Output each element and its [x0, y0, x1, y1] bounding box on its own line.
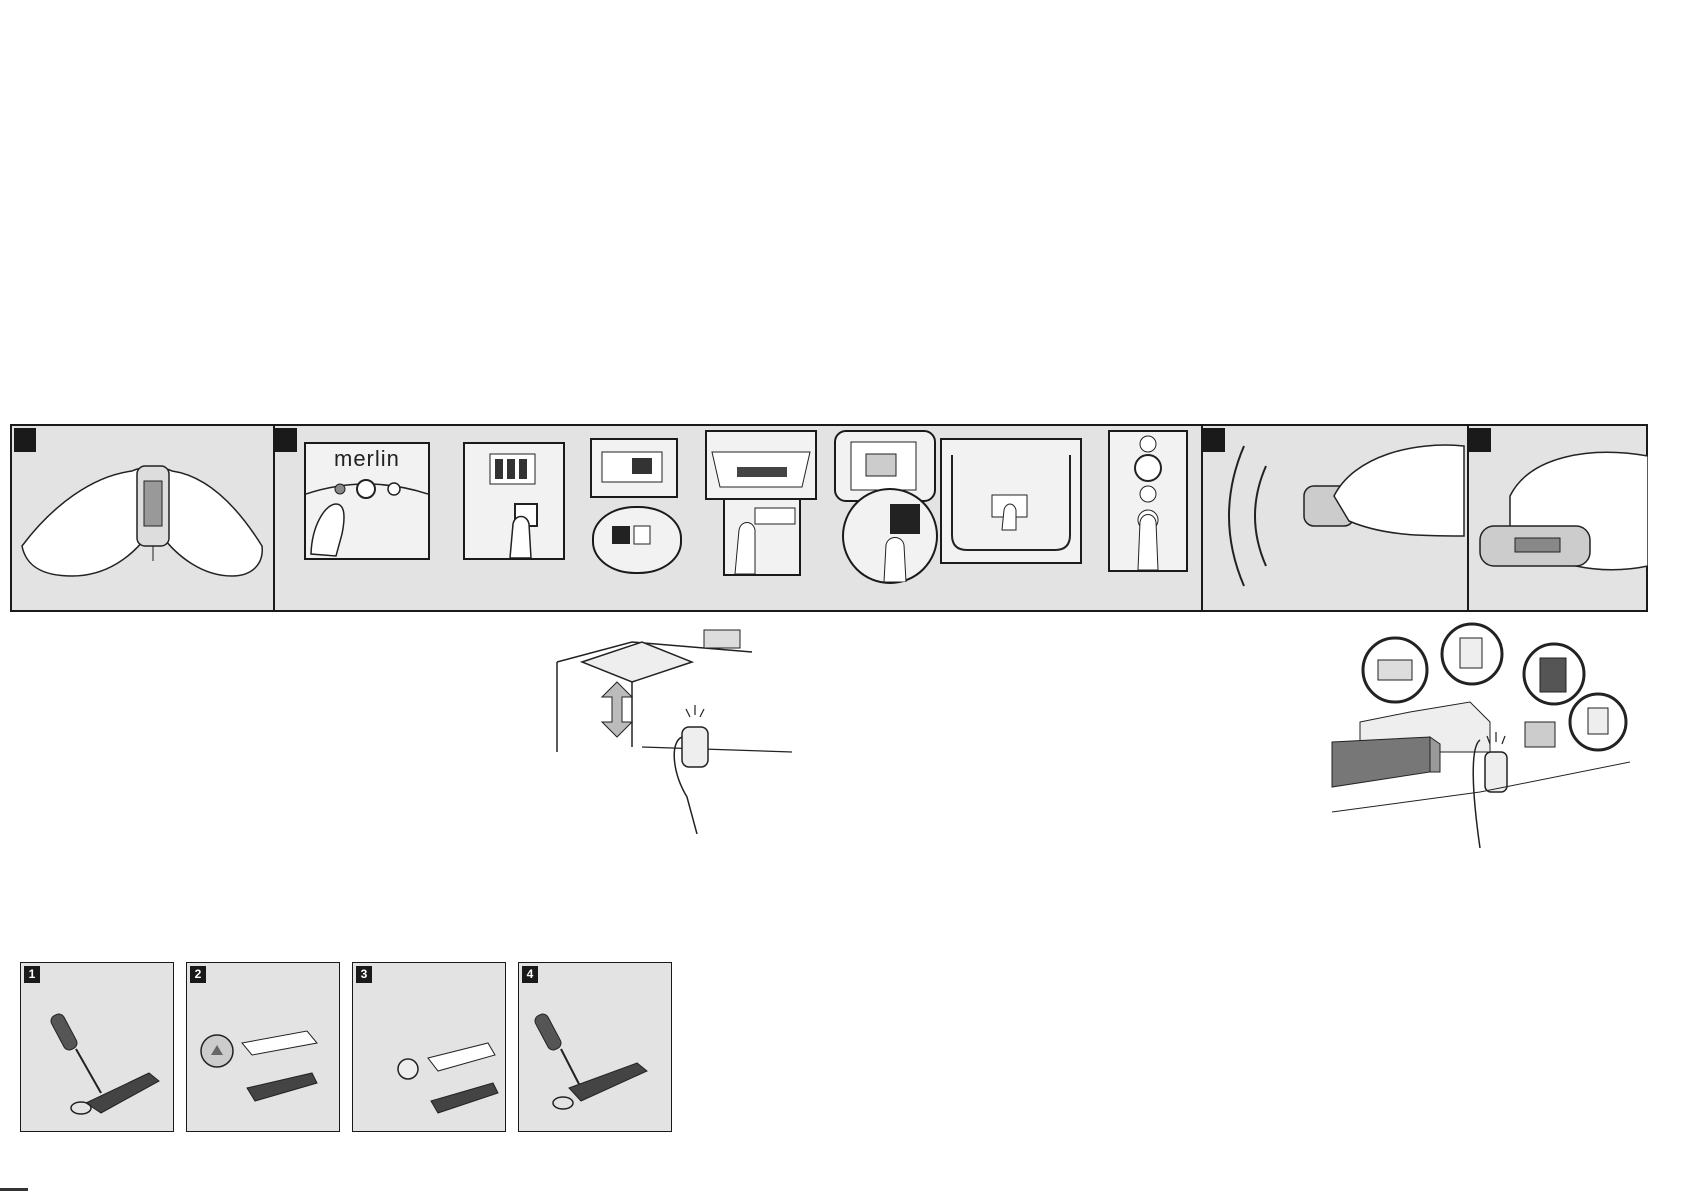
panel-divider [1467, 426, 1469, 610]
sub-panel-terminal-block [463, 442, 565, 560]
battery-coin-icon [353, 963, 504, 1130]
sub-panel-merlin-opener: merlin [304, 442, 430, 560]
recycle-icon [187, 963, 338, 1130]
sub-panel-ceiling-unit [705, 430, 817, 500]
garage-door-illustration [552, 622, 792, 834]
instruction-strip: merlin [10, 424, 1648, 612]
zoom-learn-square [842, 488, 938, 584]
house-gate-illustration [1330, 622, 1630, 848]
zoom-learn-button [592, 506, 682, 574]
remote-signal-illustration [1204, 426, 1466, 610]
battery-step-card-2: 2 [186, 962, 340, 1132]
sub-panel-control-board [590, 438, 678, 498]
step-badge-b [275, 428, 297, 452]
screwdriver-icon [21, 963, 172, 1130]
hand-with-remote-illustration [1470, 426, 1648, 610]
battery-step-card-1: 1 [20, 962, 174, 1132]
panel-divider [1201, 426, 1203, 610]
screwdriver-icon [519, 963, 670, 1130]
sub-panel-finger-press [723, 498, 801, 576]
panel-divider [273, 426, 275, 610]
sub-panel-wall-unit [940, 438, 1082, 564]
footer-rule [0, 1188, 28, 1191]
battery-step-card-3: 3 [352, 962, 506, 1132]
battery-step-card-4: 4 [518, 962, 672, 1132]
hands-holding-remote-illustration [12, 426, 272, 610]
sub-panel-keypad [1108, 430, 1188, 572]
